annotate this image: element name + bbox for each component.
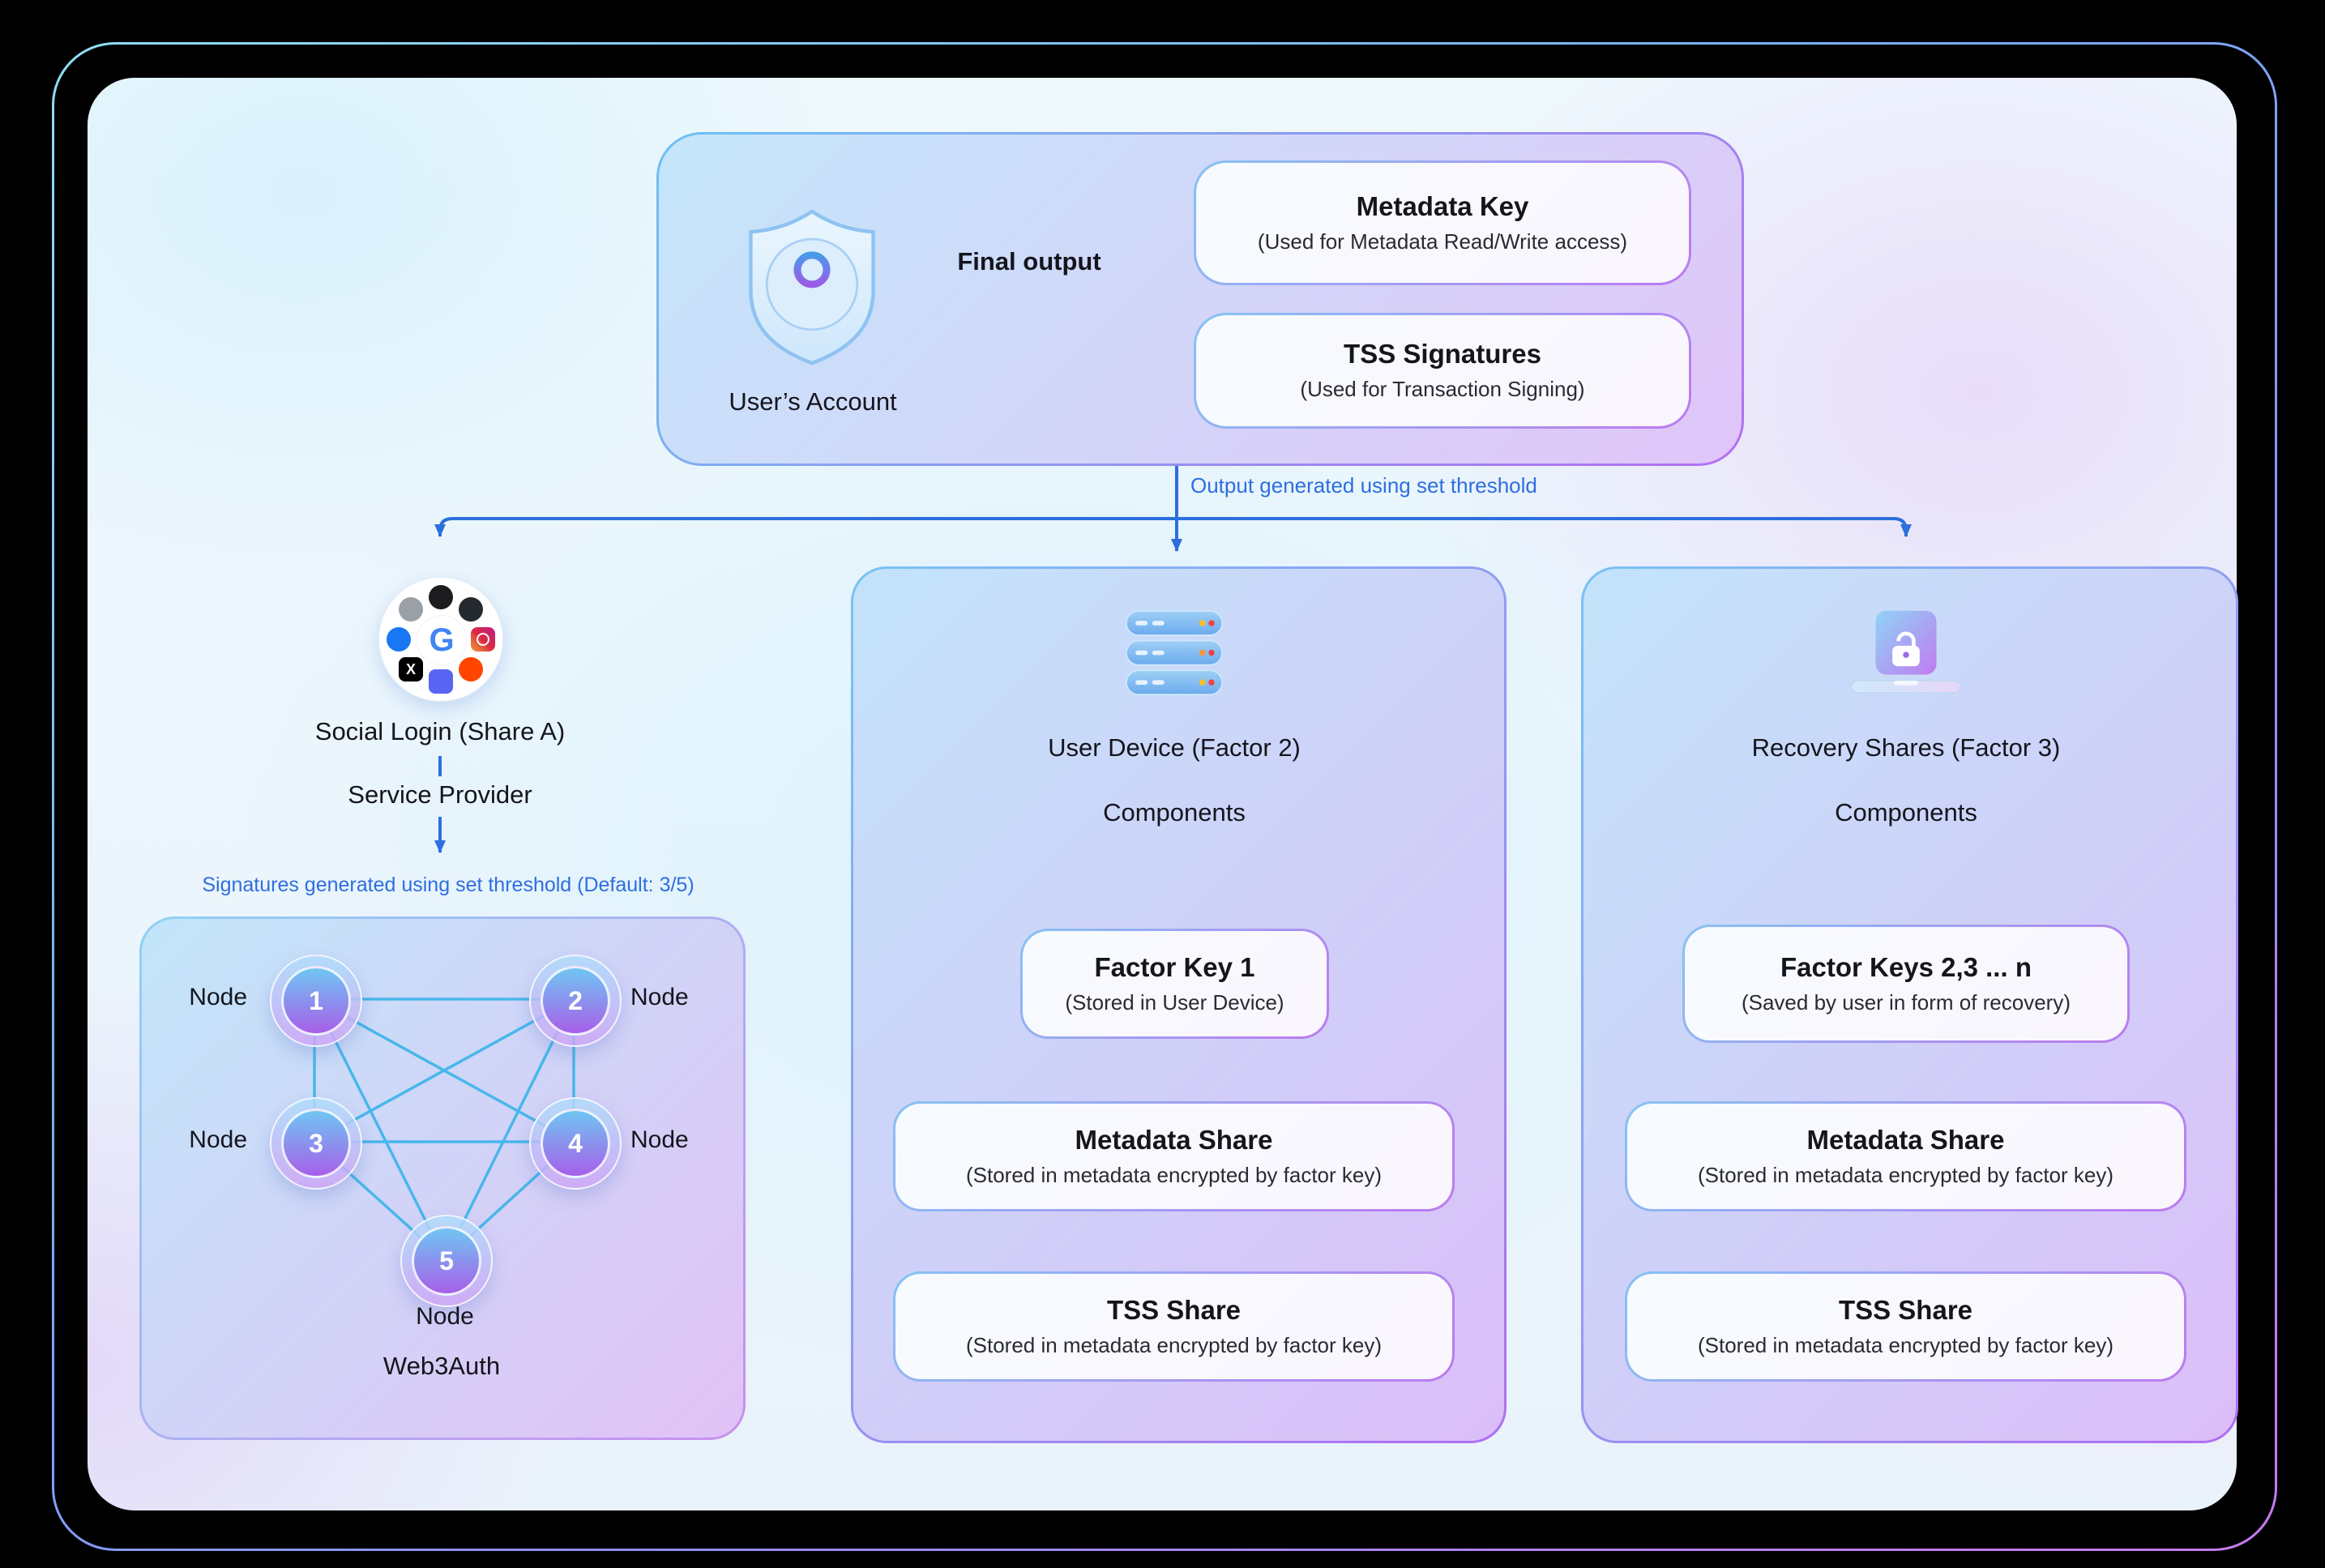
social-apps-icon: G X <box>378 577 503 702</box>
factor2-metadata-share-card: Metadata Share (Stored in metadata encry… <box>893 1101 1455 1211</box>
network-node-2: 2 <box>529 955 622 1047</box>
factor2-components-label: Components <box>1103 798 1246 827</box>
recovery-shares-title: Recovery Shares (Factor 3) <box>1751 733 2061 762</box>
factor3-metadata-share-title: Metadata Share <box>1806 1124 2005 1155</box>
node-label-5: Node <box>416 1303 474 1330</box>
tss-signatures-card: TSS Signatures (Used for Transaction Sig… <box>1194 313 1691 429</box>
factor2-metadata-share-subtitle: (Stored in metadata encrypted by factor … <box>965 1162 1383 1187</box>
users-account-label: User’s Account <box>729 387 897 416</box>
metadata-key-subtitle: (Used for Metadata Read/Write access) <box>1257 229 1628 254</box>
node-label-4: Node <box>630 1126 689 1153</box>
shield-key-icon <box>749 209 875 365</box>
signatures-threshold-note: Signatures generated using set threshold… <box>202 874 695 896</box>
factor-key-1-card: Factor Key 1 (Stored in User Device) <box>1020 929 1329 1039</box>
factor2-tss-share-subtitle: (Stored in metadata encrypted by factor … <box>965 1332 1383 1357</box>
factor-key-1-subtitle: (Stored in User Device) <box>1065 989 1284 1015</box>
social-login-label: Social Login (Share A) <box>314 717 566 746</box>
metadata-key-card: Metadata Key (Used for Metadata Read/Wri… <box>1194 160 1691 285</box>
network-node-3: 3 <box>270 1097 362 1190</box>
factor-key-1-title: Factor Key 1 <box>1094 951 1255 982</box>
network-node-4: 4 <box>529 1097 622 1190</box>
tss-signatures-title: TSS Signatures <box>1344 339 1541 370</box>
factor-keys-title: Factor Keys 2,3 ... n <box>1780 951 2032 982</box>
web3auth-network-card <box>139 916 746 1440</box>
server-icon <box>1125 610 1224 696</box>
factor3-components-label: Components <box>1835 798 1977 827</box>
tss-signatures-subtitle: (Used for Transaction Signing) <box>1300 377 1585 402</box>
node-label-3: Node <box>189 1126 247 1153</box>
factor3-metadata-share-subtitle: (Stored in metadata encrypted by factor … <box>1697 1162 2114 1187</box>
output-threshold-note: Output generated using set threshold <box>1190 473 1537 498</box>
laptop-lock-icon <box>1850 610 1962 694</box>
apple-icon <box>429 585 453 609</box>
network-node-1: 1 <box>270 955 362 1047</box>
factor3-metadata-share-card: Metadata Share (Stored in metadata encry… <box>1625 1101 2186 1211</box>
final-output-label: Final output <box>957 247 1101 276</box>
github-icon <box>459 597 483 622</box>
factor3-tss-share-card: TSS Share (Stored in metadata encrypted … <box>1625 1271 2186 1382</box>
discord-icon <box>429 669 453 694</box>
factor2-metadata-share-title: Metadata Share <box>1075 1124 1273 1155</box>
node-label-2: Node <box>630 984 689 1010</box>
metadata-key-title: Metadata Key <box>1356 190 1529 221</box>
web3auth-label: Web3Auth <box>383 1352 501 1380</box>
factor2-tss-share-card: TSS Share (Stored in metadata encrypted … <box>893 1271 1455 1382</box>
google-icon: G <box>417 615 467 665</box>
factor2-tss-share-title: TSS Share <box>1106 1294 1242 1325</box>
factor3-tss-share-title: TSS Share <box>1838 1294 1973 1325</box>
chrome-icon <box>399 597 423 622</box>
user-device-title: User Device (Factor 2) <box>1048 733 1301 762</box>
node-label-1: Node <box>189 984 247 1010</box>
factor-keys-card: Factor Keys 2,3 ... n (Saved by user in … <box>1682 925 2130 1043</box>
facebook-icon <box>387 627 411 652</box>
reddit-icon <box>459 657 483 681</box>
service-provider-label: Service Provider <box>348 780 532 809</box>
instagram-icon <box>471 627 495 652</box>
factor3-tss-share-subtitle: (Stored in metadata encrypted by factor … <box>1697 1332 2114 1357</box>
network-node-5: 5 <box>400 1215 493 1307</box>
x-icon: X <box>399 657 423 681</box>
factor-keys-subtitle: (Saved by user in form of recovery) <box>1741 989 2071 1015</box>
